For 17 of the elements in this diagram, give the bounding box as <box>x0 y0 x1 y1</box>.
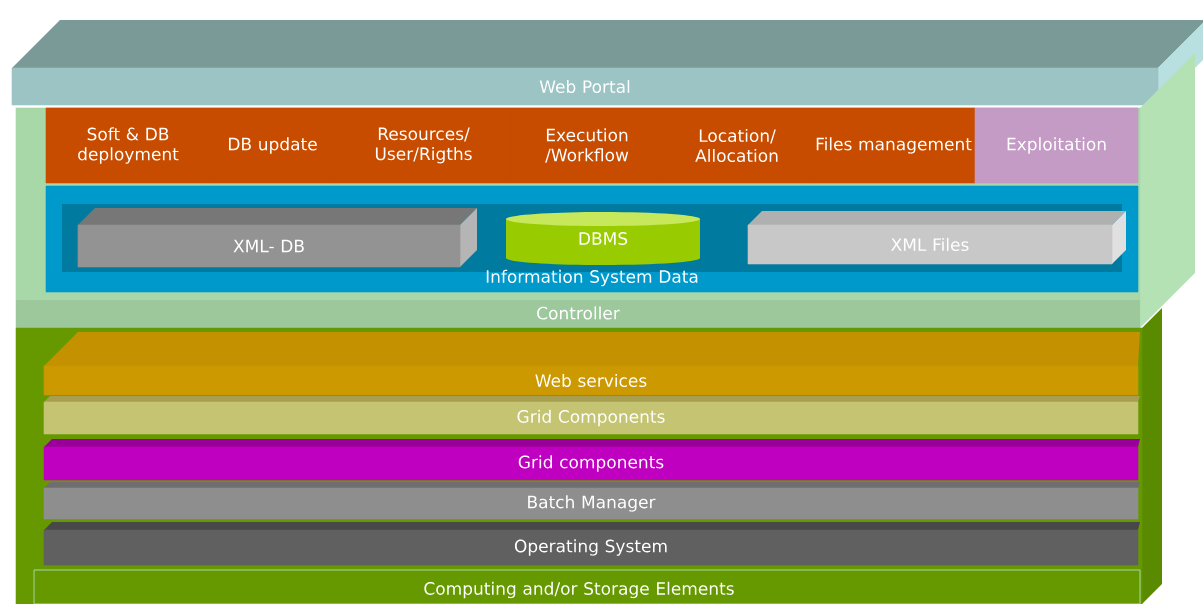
layer-slab: Web Portal <box>11 20 1203 106</box>
node-label: Web Portal <box>539 79 630 94</box>
module-box: Location/ Allocation <box>661 107 813 184</box>
storage-block: XML- DB <box>77 208 477 268</box>
layer-slab: Batch Manager <box>43 482 1140 520</box>
module-box: Exploitation <box>974 107 1139 184</box>
module-box: DB update <box>209 107 336 184</box>
node-label: Web services <box>535 373 647 388</box>
module-box: Soft & DB deployment <box>45 107 211 184</box>
layer-slab: Operating System <box>43 522 1140 566</box>
module-box: Files management <box>811 107 976 184</box>
layer-slab: Web services <box>43 332 1140 396</box>
module-box: Resources/ User/Rigths <box>334 107 513 184</box>
layer-slab: Grid Components <box>43 396 1140 435</box>
module-box: Execution /Workflow <box>511 107 663 184</box>
layer-slab: Grid components <box>43 439 1140 481</box>
database-cylinder: DBMS <box>506 212 700 265</box>
